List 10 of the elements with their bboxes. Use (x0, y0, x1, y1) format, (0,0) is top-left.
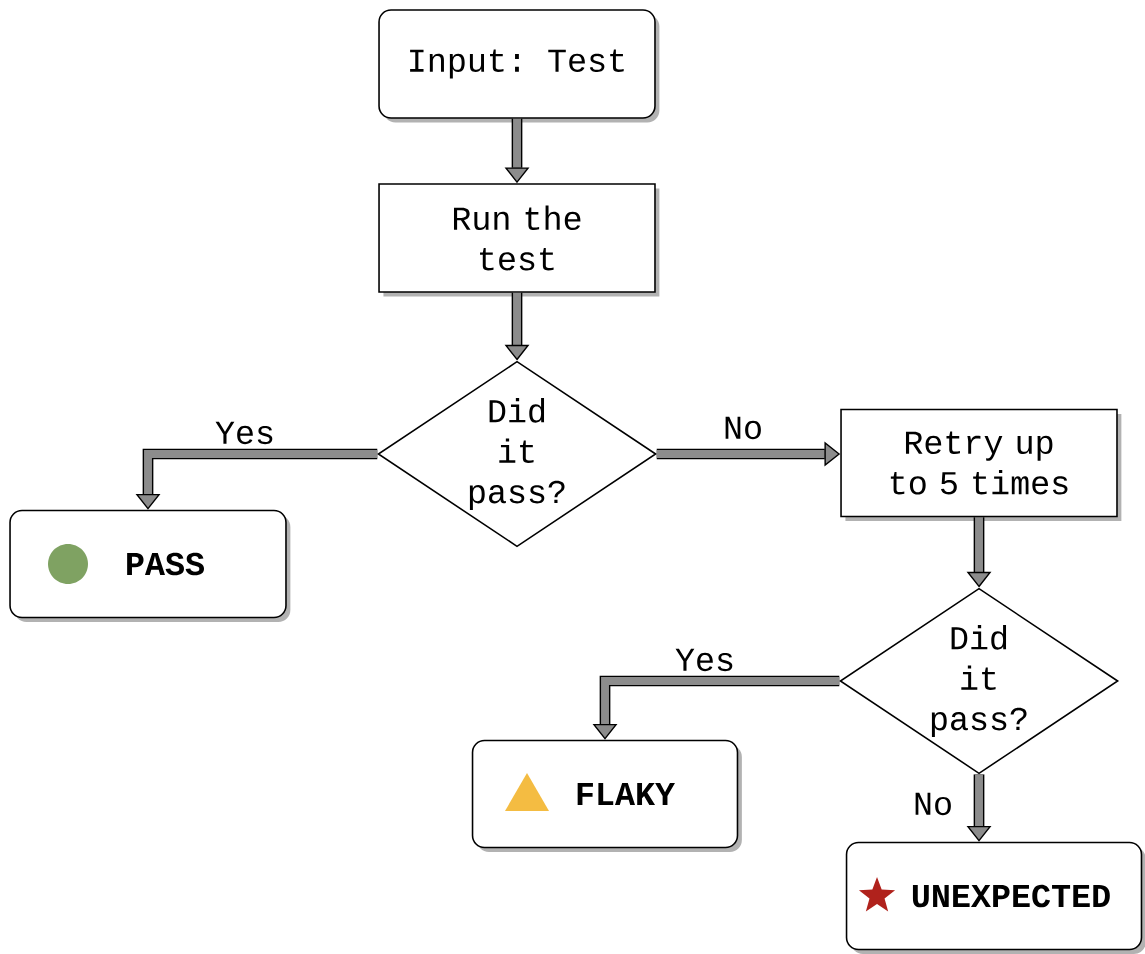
terminal-box: Input: Test (378, 9, 660, 123)
process-box: Retry up to 5 times (840, 408, 1122, 521)
edge-label: No (911, 791, 955, 817)
edge-label: Yes (673, 647, 737, 673)
process-box: Run the test (378, 183, 660, 297)
terminal-box: UNEXPECTED (845, 841, 1145, 954)
edge-label: No (721, 415, 765, 441)
terminal-box: FLAKY (471, 739, 742, 852)
edge-label: Yes (213, 420, 277, 446)
terminal-box: PASS (9, 509, 291, 622)
